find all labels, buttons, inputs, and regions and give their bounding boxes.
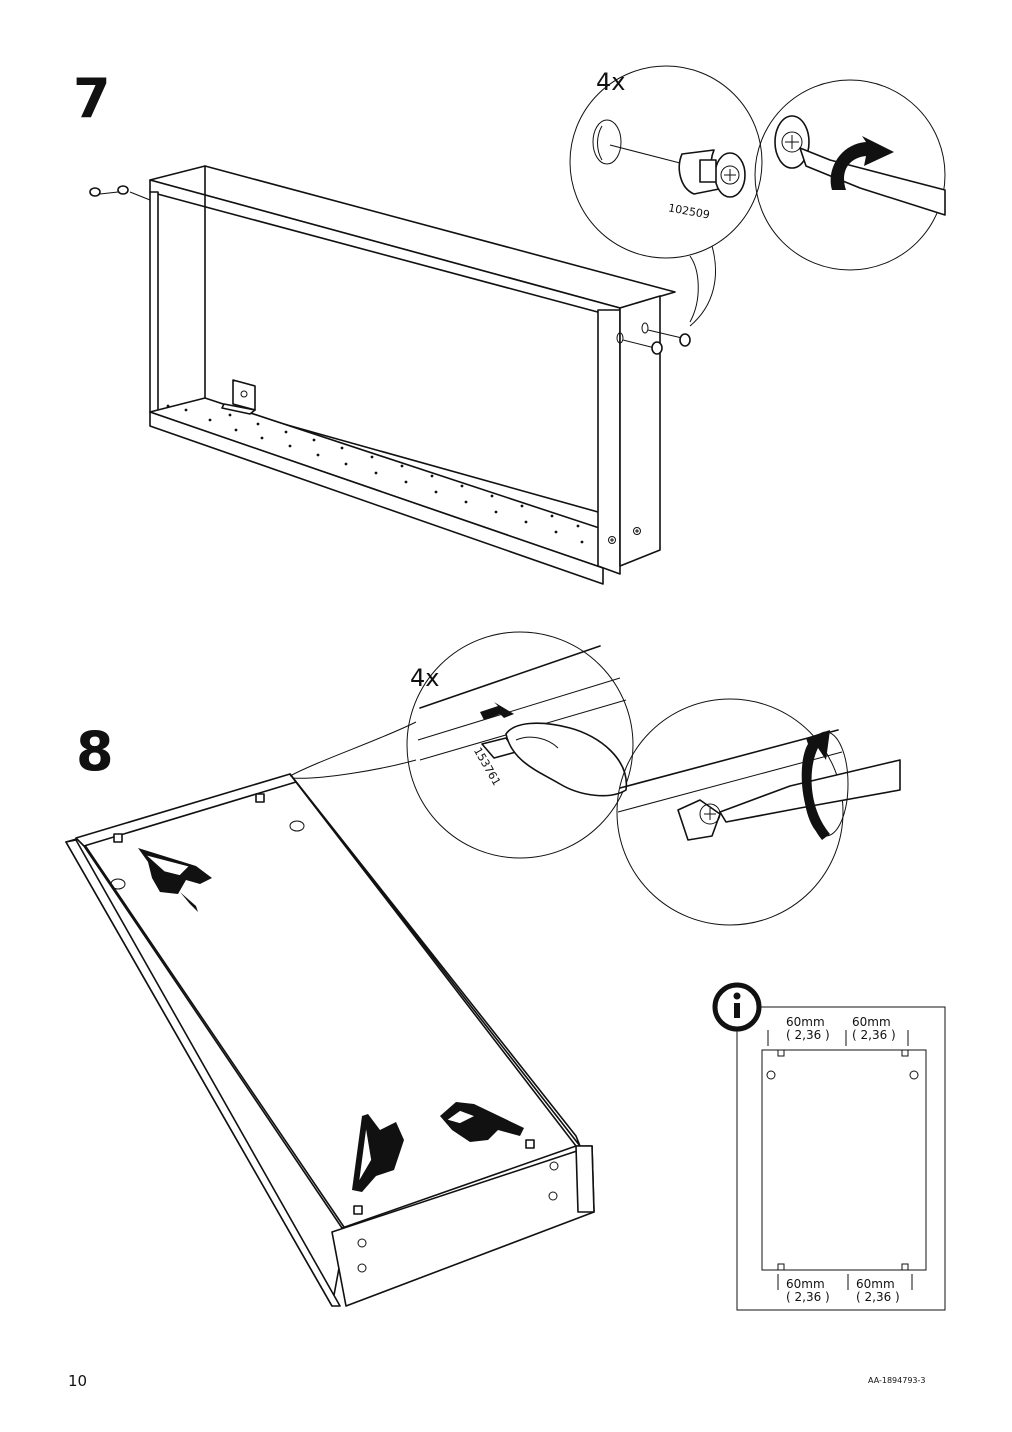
- page-number: 10: [68, 1372, 88, 1390]
- info-dim-top-left: 60mm ( 2,36 ): [786, 1016, 830, 1042]
- step-7-number: 7: [73, 67, 111, 130]
- press-hand-icon-bottom-left: [352, 1114, 404, 1192]
- left-cam-locks: [89, 185, 151, 201]
- info-dim-bottom-left: 60mm ( 2,36 ): [786, 1278, 830, 1304]
- info-dim-top-left-inch: ( 2,36 ): [786, 1028, 830, 1042]
- info-dim-bottom-right-inch: ( 2,36 ): [856, 1290, 900, 1304]
- step7-detail-screwdriver: [754, 79, 946, 271]
- step-7-quantity: 4x: [596, 68, 626, 96]
- info-dim-bottom-left-mm: 60mm: [786, 1277, 825, 1291]
- document-code: AA-1894793-3: [868, 1376, 926, 1385]
- step7-detail-cam-lock: [569, 65, 763, 327]
- info-dim-top-right: 60mm ( 2,36 ): [852, 1016, 896, 1042]
- wall-bracket: [221, 379, 256, 415]
- info-dim-bottom-left-inch: ( 2,36 ): [786, 1290, 830, 1304]
- step8-detail-screw-fitting: [616, 698, 901, 926]
- info-panel: [712, 982, 946, 1311]
- press-hand-icon-bottom-right: [440, 1102, 524, 1142]
- step8-detail-push-fitting: [289, 631, 634, 859]
- info-dim-top-right-inch: ( 2,36 ): [852, 1028, 896, 1042]
- step7-cabinet-frame: [89, 165, 691, 585]
- info-dim-bottom-right: 60mm ( 2,36 ): [856, 1278, 900, 1304]
- info-icon: [712, 982, 762, 1032]
- right-cam-locks: [616, 322, 691, 355]
- shelf-holes: [166, 404, 584, 544]
- step-8-quantity: 4x: [410, 664, 440, 692]
- step8-cabinet-lying: [65, 773, 595, 1307]
- info-dim-top-left-mm: 60mm: [786, 1015, 825, 1029]
- press-hand-icon-top: [138, 848, 212, 912]
- info-dim-bottom-right-mm: 60mm: [856, 1277, 895, 1291]
- info-dim-top-right-mm: 60mm: [852, 1015, 891, 1029]
- step-8-number: 8: [76, 720, 114, 783]
